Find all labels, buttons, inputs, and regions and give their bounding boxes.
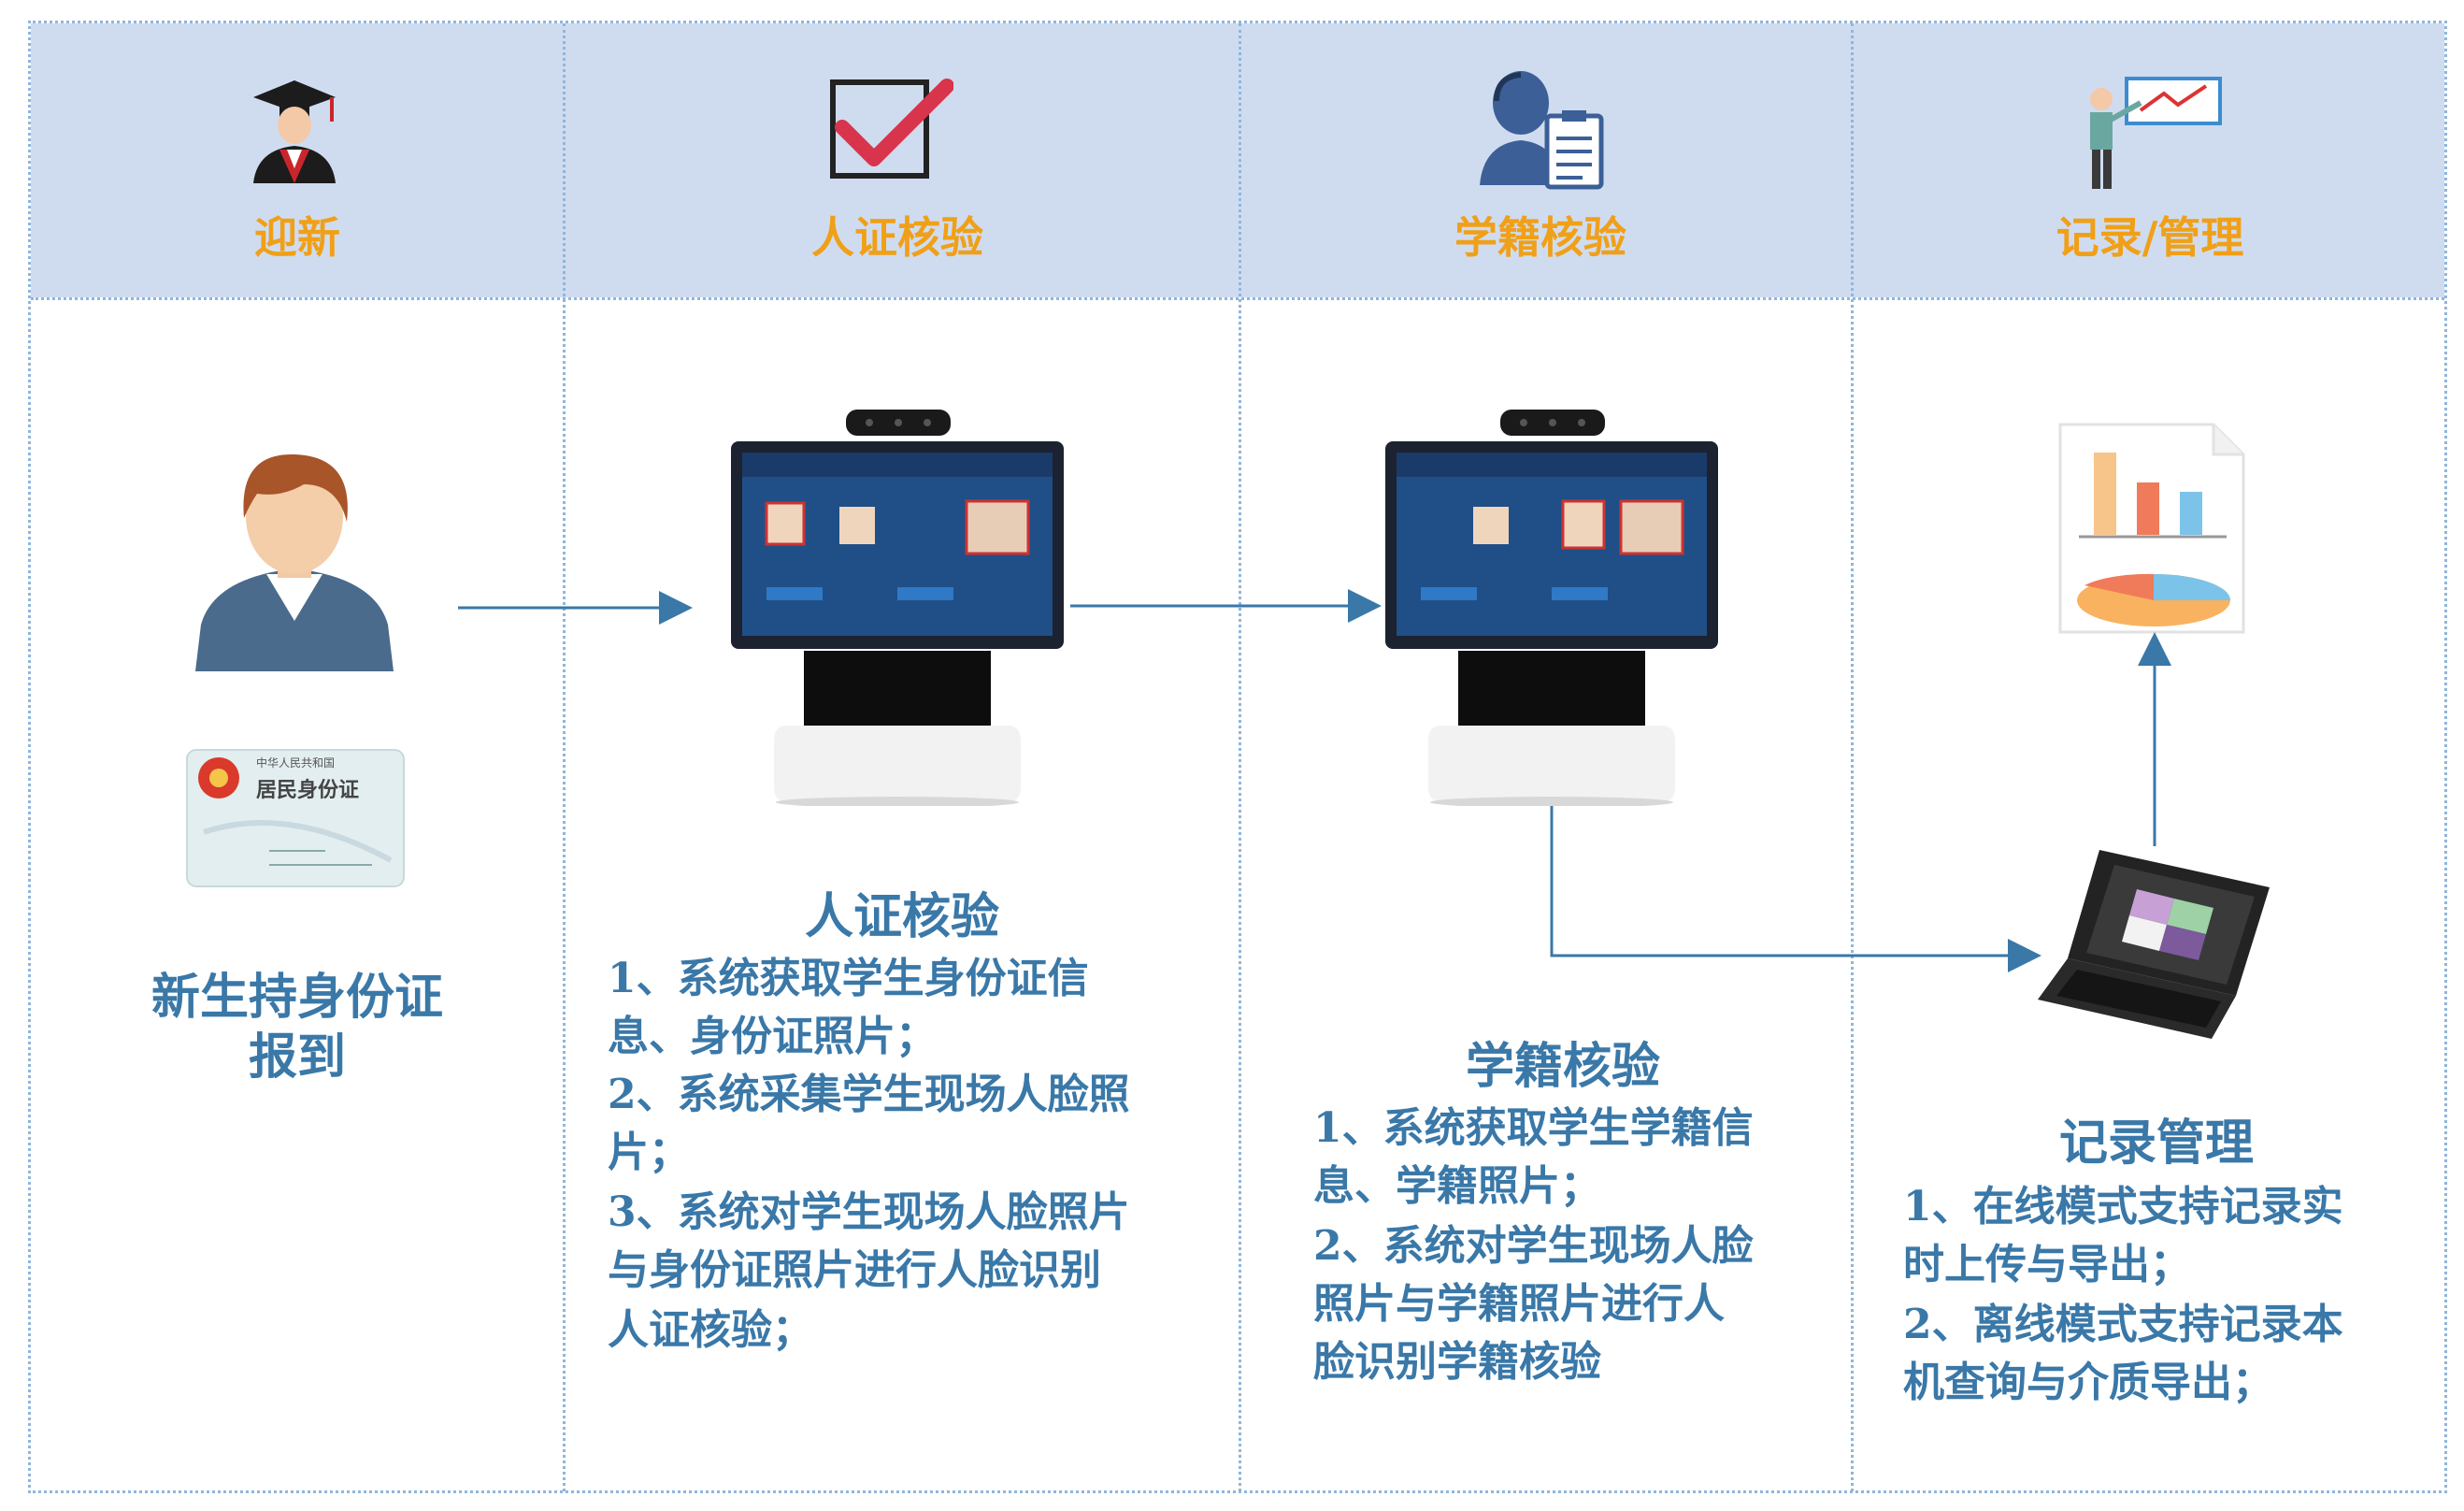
step-label-id-verify: 人证核验 bbox=[811, 212, 983, 263]
arrow-status-verify-to-laptop bbox=[1550, 806, 2041, 972]
id-verify-line: 与身份证照片进行人脸识别 bbox=[608, 1246, 1101, 1294]
status-verify-title: 学籍核验 bbox=[1465, 1038, 1661, 1095]
step-label-welcome: 迎新 bbox=[254, 212, 340, 263]
id-card-line2: 居民身份证 bbox=[256, 778, 359, 802]
column-divider-1 bbox=[563, 23, 566, 1491]
records-line: 2、离线模式支持记录本 bbox=[1903, 1301, 2343, 1348]
welcome-caption-line1: 新生持身份证 bbox=[150, 969, 444, 1026]
header-band bbox=[31, 23, 2444, 297]
records-line: 1、在线模式支持记录实 bbox=[1903, 1183, 2343, 1230]
student-avatar-icon bbox=[195, 453, 394, 671]
column-divider-2 bbox=[1239, 23, 1241, 1491]
id-verify-line: 息、身份证照片； bbox=[608, 1013, 937, 1060]
status-verify-line: 2、系统对学生现场人脸 bbox=[1313, 1222, 1754, 1270]
records-line: 时上传与导出； bbox=[1903, 1241, 2191, 1288]
graduate-icon bbox=[253, 80, 336, 183]
status-verify-line: 脸识别学籍核验 bbox=[1313, 1338, 1601, 1386]
id-verify-line: 片； bbox=[608, 1129, 690, 1176]
report-chart-icon bbox=[2058, 423, 2245, 634]
status-verify-line: 照片与学籍照片进行人 bbox=[1313, 1280, 1725, 1328]
welcome-caption-line2: 报到 bbox=[248, 1029, 347, 1086]
step-label-status-verify: 学籍核验 bbox=[1454, 212, 1626, 263]
status-verify-line: 息、学籍照片； bbox=[1313, 1162, 1601, 1210]
step-label-records: 记录/管理 bbox=[2056, 212, 2244, 263]
column-divider-3 bbox=[1851, 23, 1854, 1491]
laptop-icon bbox=[2038, 850, 2270, 1039]
presenter-board-icon bbox=[2090, 77, 2222, 189]
records-line: 机查询与介质导出； bbox=[1903, 1359, 2273, 1406]
header-divider bbox=[31, 297, 2444, 300]
id-verify-line: 人证核验； bbox=[608, 1306, 813, 1354]
id-card-image: 中华人民共和国 居民身份证 bbox=[186, 749, 405, 887]
status-verify-line: 1、系统获取学生学籍信 bbox=[1313, 1104, 1754, 1152]
id-card-line1: 中华人民共和国 bbox=[256, 756, 335, 770]
id-verify-title: 人证核验 bbox=[804, 888, 1000, 945]
id-verify-line: 2、系统采集学生现场人脸照 bbox=[608, 1071, 1130, 1118]
checkbox-icon bbox=[830, 79, 953, 179]
records-title: 记录管理 bbox=[2058, 1115, 2255, 1172]
face-kiosk-device-2 bbox=[1385, 410, 1718, 806]
clerk-clipboard-icon bbox=[1480, 71, 1604, 190]
face-kiosk-device-1 bbox=[731, 410, 1064, 806]
id-verify-line: 3、系统对学生现场人脸照片 bbox=[608, 1188, 1130, 1236]
diagram-frame bbox=[28, 21, 2447, 1493]
id-verify-line: 1、系统获取学生身份证信 bbox=[608, 955, 1089, 1002]
